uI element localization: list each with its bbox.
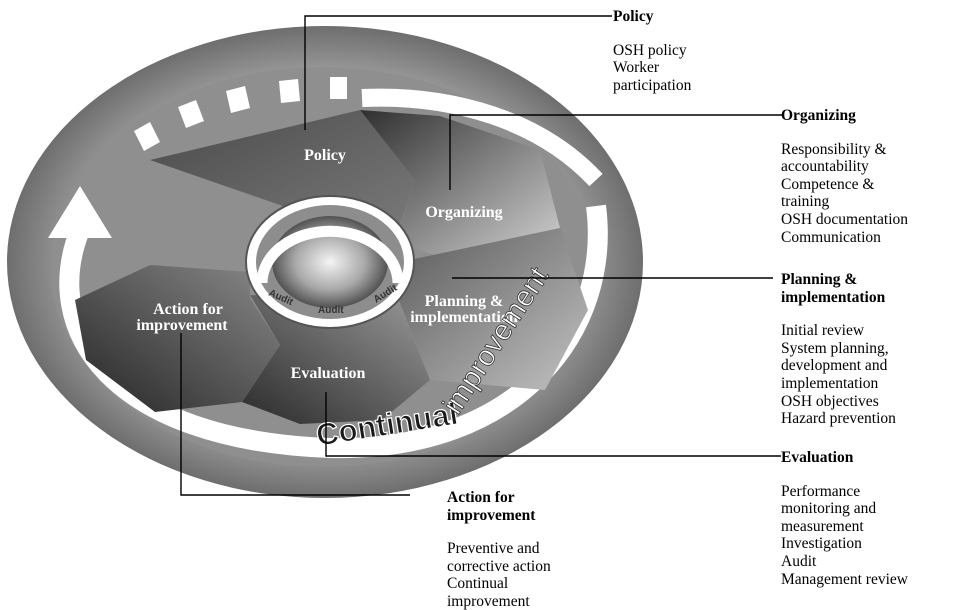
ring-dashes [134,77,347,151]
callout-planning-heading: implementation [781,288,886,306]
leader-lines [180,15,782,496]
callout-action-heading: improvement [447,506,536,524]
callout-evaluation: Evaluation Performance monitoring and me… [781,449,908,588]
segment-evaluation [242,295,430,424]
callout-evaluation-item: Performance [781,482,861,500]
callout-action-item: Continual [447,575,509,593]
callout-policy: Policy OSH policy Worker participation [613,8,691,94]
callout-action-heading: Action for [447,489,515,506]
callout-planning-heading: Planning & [781,271,858,288]
callout-evaluation-heading: Evaluation [781,449,854,466]
callout-organizing: Organizing Responsibility & accountabili… [781,107,908,246]
segment-label-organizing: Organizing [425,204,502,221]
callout-evaluation-item: Management review [781,570,908,588]
callout-planning-item: Initial review [781,322,865,340]
callout-action-item: corrective action [447,557,551,575]
callout-policy-heading: Policy [613,8,654,25]
callout-organizing-item: Communication [781,228,881,246]
leader-action [180,333,410,496]
segment-label-planning-1: Planning & [425,293,504,310]
callout-organizing-item: OSH documentation [781,210,908,228]
segment-planning [398,228,588,390]
callout-evaluation-item: measurement [781,517,864,535]
callout-policy-item: Worker [613,59,660,77]
callout-planning-item: OSH objectives [781,392,879,410]
segment-label-evaluation: Evaluation [291,365,366,382]
segment-label-policy: Policy [304,147,346,164]
segment-label-action-2: improvement [136,317,228,334]
segment-label-planning-2: implementation [410,309,518,326]
audit-label-2: Audit [318,305,344,316]
callout-evaluation-item: Investigation [781,535,862,553]
callout-planning-item: System planning, [781,339,889,357]
callout-evaluation-item: monitoring and [781,500,877,518]
callout-planning-item: development and [781,357,888,375]
leader-policy [304,15,612,130]
segment-label-action-1: Action for [153,301,223,318]
callout-organizing-item: Competence & [781,175,875,193]
callout-organizing-item: accountability [781,158,869,176]
callout-policy-item: OSH policy [613,41,687,59]
leader-organizing [449,114,782,190]
callout-planning: Planning & implementation Initial review… [781,271,896,428]
audit-arrow-band [256,225,404,284]
callout-policy-item: participation [613,76,692,94]
callout-action-item: improvement [447,592,530,610]
callout-evaluation-item: Audit [781,552,817,570]
leader-evaluation [325,392,781,457]
callout-organizing-item: Responsibility & [781,140,887,158]
callout-organizing-item: training [781,193,830,211]
callout-organizing-heading: Organizing [781,107,856,124]
callout-action: Action for improvement Preventive and co… [447,489,551,610]
callout-planning-item: implementation [781,374,879,392]
callout-planning-item: Hazard prevention [781,410,896,428]
segment-organizing [360,110,560,262]
callout-action-item: Preventive and [447,540,540,558]
arrowhead-icon [48,186,112,238]
segment-action [75,265,280,412]
